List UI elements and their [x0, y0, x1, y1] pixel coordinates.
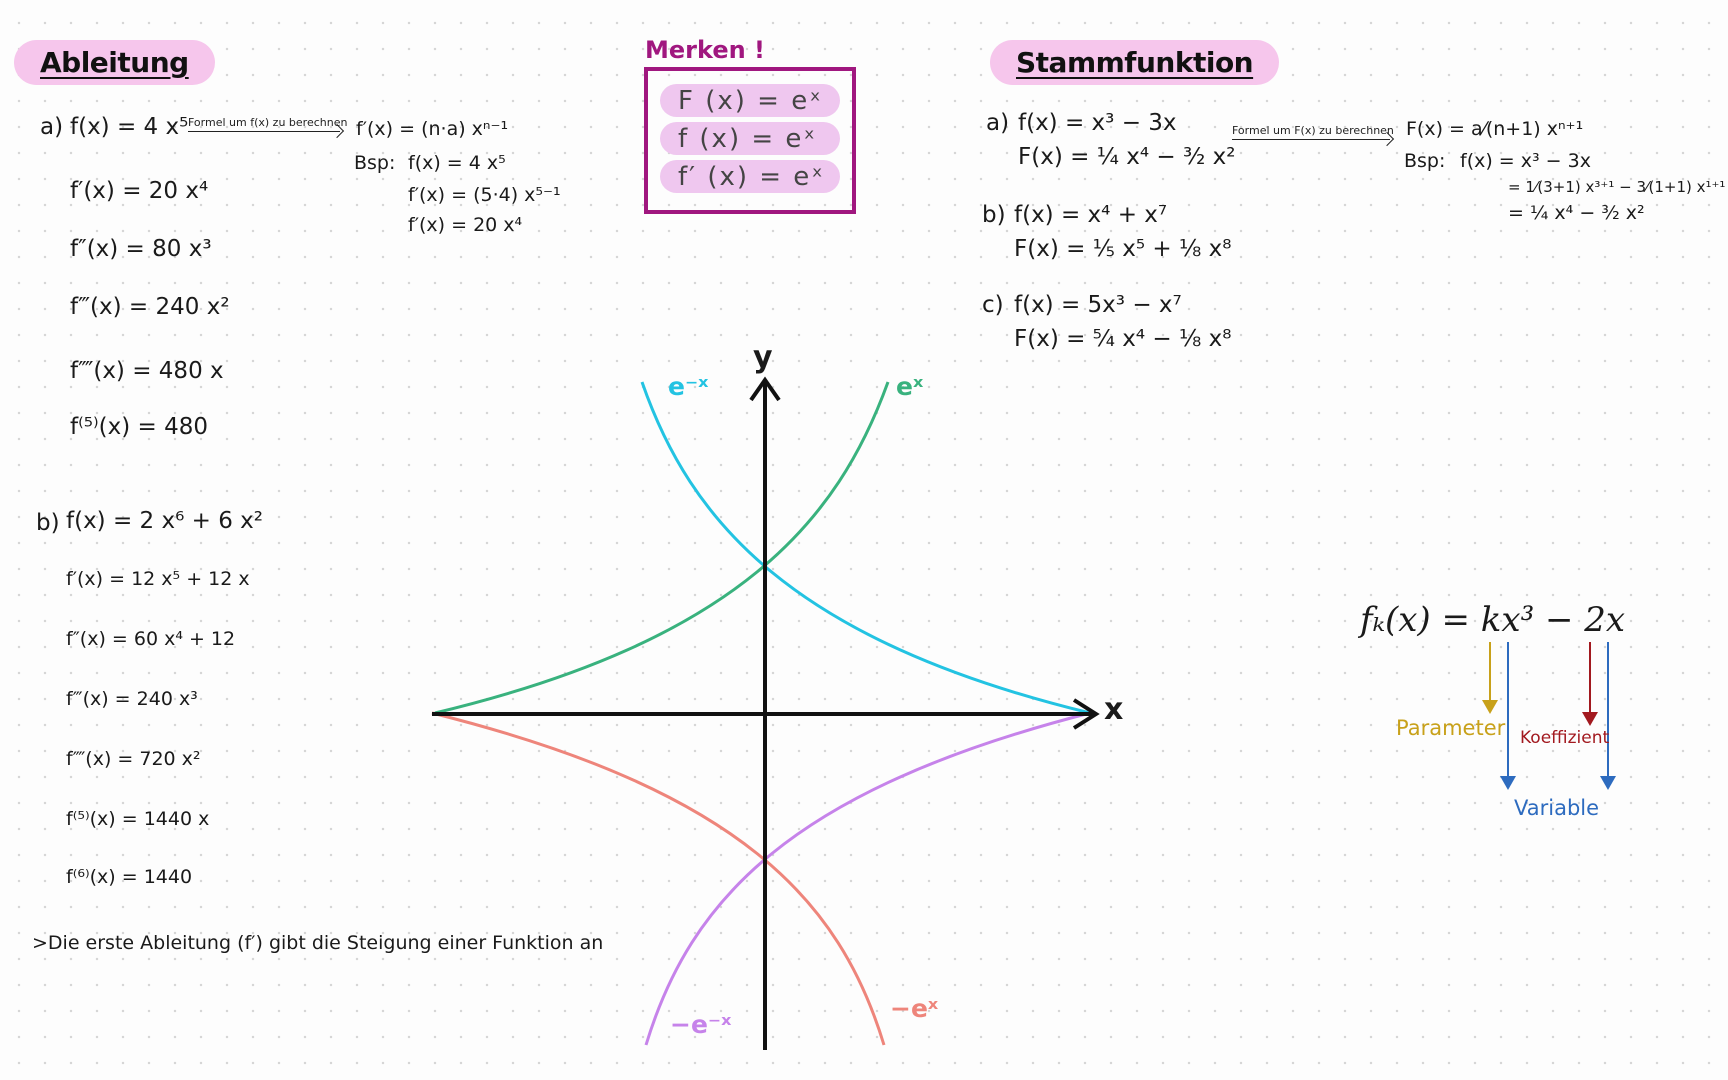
stammfunktion-title: Stammfunktion — [990, 40, 1280, 85]
ableitung-b-line-6: f⁽⁶⁾(x) = 1440 — [66, 866, 193, 888]
ableitung-b-line-5: f⁽⁵⁾(x) = 1440 x — [66, 808, 210, 830]
ableitung-b-line-3: f‴(x) = 240 x³ — [66, 688, 198, 710]
ableitung-a-line-1: f′(x) = 20 x⁴ — [70, 178, 209, 204]
stamm-bsp-label: Bsp: — [1404, 150, 1446, 172]
koeffizient-label: Koeffizient — [1520, 728, 1610, 748]
curve-label-neg-e-x: −eˣ — [890, 994, 939, 1023]
stamm-arrow-note: Formel um F(x) zu berechnen — [1232, 124, 1394, 140]
merken-row-1: f (x) = eˣ — [660, 122, 840, 155]
ableitung-arrow-note-text: Formel um f(x) zu berechnen — [188, 116, 348, 129]
stamm-a-line-0: f(x) = x³ − 3x — [1018, 110, 1177, 136]
curve-e-neg-x — [640, 381, 1091, 715]
merken-title: Merken ! — [645, 36, 765, 64]
curve-label-e-neg-x: e⁻ˣ — [668, 372, 709, 401]
variable-label: Variable — [1514, 796, 1600, 820]
ableitung-title: Ableitung — [14, 40, 215, 85]
right-arrow-icon — [1232, 139, 1390, 140]
y-axis-arrow-icon — [749, 376, 781, 402]
merken-row-2: f′ (x) = eˣ — [660, 160, 840, 193]
stamm-bsp-line-0: f(x) = x³ − 3x — [1460, 150, 1591, 172]
ableitung-b-line-0: f(x) = 2 x⁶ + 6 x² — [66, 508, 263, 534]
ableitung-a-line-4: f⁗(x) = 480 x — [70, 358, 224, 384]
stamm-rule-formula: F(x) = a⁄(n+1) xⁿ⁺¹ — [1406, 118, 1584, 140]
stamm-a-label: a) — [986, 110, 1010, 136]
ableitung-a-label: a) — [40, 114, 64, 140]
ableitung-bsp-label: Bsp: — [354, 152, 396, 174]
x-axis-arrow-icon — [1072, 698, 1100, 730]
ableitung-arrow-note: Formel um f(x) zu berechnen — [188, 116, 347, 132]
ableitung-b-line-4: f⁗(x) = 720 x² — [66, 748, 201, 770]
ableitung-rule-formula: f′(x) = (n·a) xⁿ⁻¹ — [356, 118, 509, 140]
ableitung-bsp-line-1: f′(x) = (5·4) x⁵⁻¹ — [408, 184, 561, 206]
stamm-a-line-1: F(x) = ¼ x⁴ − ³⁄₂ x² — [1018, 144, 1236, 170]
parameter-arrow-icon — [1482, 700, 1498, 714]
variable-arrow-icon-2 — [1600, 776, 1616, 790]
stamm-b-label: b) — [982, 202, 1006, 228]
parameter-label: Parameter — [1396, 716, 1506, 740]
ableitung-note: >Die erste Ableitung (f′) gibt die Steig… — [32, 932, 604, 954]
curve-label-neg-e-neg-x: −e⁻ˣ — [670, 1010, 732, 1039]
stamm-bsp-line-2: = ¼ x⁴ − ³⁄₂ x² — [1508, 202, 1645, 224]
stamm-bsp-line-1: = 1⁄(3+1) x³⁺¹ − 3⁄(1+1) x¹⁺¹ — [1508, 178, 1726, 196]
ableitung-bsp-line-2: f′(x) = 20 x⁴ — [408, 214, 523, 236]
curve-label-e-x: eˣ — [896, 372, 924, 401]
ableitung-bsp-line-0: f(x) = 4 x⁵ — [408, 152, 506, 174]
merken-box: F (x) = eˣ f (x) = eˣ f′ (x) = eˣ — [644, 67, 856, 214]
stamm-arrow-note-text: Formel um F(x) zu berechnen — [1232, 124, 1394, 137]
merken-row-0: F (x) = eˣ — [660, 84, 840, 117]
ableitung-a-line-5: f⁽⁵⁾(x) = 480 — [70, 414, 208, 440]
ableitung-b-line-1: f′(x) = 12 x⁵ + 12 x — [66, 568, 250, 590]
curve-e-x — [434, 381, 890, 715]
ableitung-b-line-2: f″(x) = 60 x⁴ + 12 — [66, 628, 236, 650]
ableitung-a-line-3: f‴(x) = 240 x² — [70, 294, 230, 320]
stamm-b-line-0: f(x) = x⁴ + x⁷ — [1014, 202, 1168, 228]
exponential-graph — [431, 376, 1100, 1050]
ableitung-b-label: b) — [36, 510, 60, 536]
curve-neg-e-neg-x — [644, 711, 1091, 1046]
stamm-b-line-1: F(x) = ⅕ x⁵ + ⅛ x⁸ — [1014, 236, 1232, 262]
variable-arrow-icon — [1500, 776, 1516, 790]
koeffizient-arrow-icon — [1582, 712, 1598, 726]
stamm-c-label: c) — [982, 292, 1004, 318]
stamm-c-line-0: f(x) = 5x³ − x⁷ — [1014, 292, 1182, 318]
stamm-c-line-1: F(x) = ⁵⁄₄ x⁴ − ⅛ x⁸ — [1014, 326, 1232, 352]
right-arrow-icon — [188, 131, 340, 132]
ableitung-a-line-0: f(x) = 4 x⁵ — [70, 114, 189, 140]
formula-arrows — [1482, 642, 1616, 790]
curve-neg-e-x — [431, 711, 886, 1046]
x-axis-label: x — [1104, 692, 1124, 727]
y-axis-label: y — [753, 340, 773, 375]
ableitung-a-line-2: f″(x) = 80 x³ — [70, 236, 212, 262]
parameter-formula: fₖ(x) = kx³ − 2x — [1360, 600, 1626, 640]
